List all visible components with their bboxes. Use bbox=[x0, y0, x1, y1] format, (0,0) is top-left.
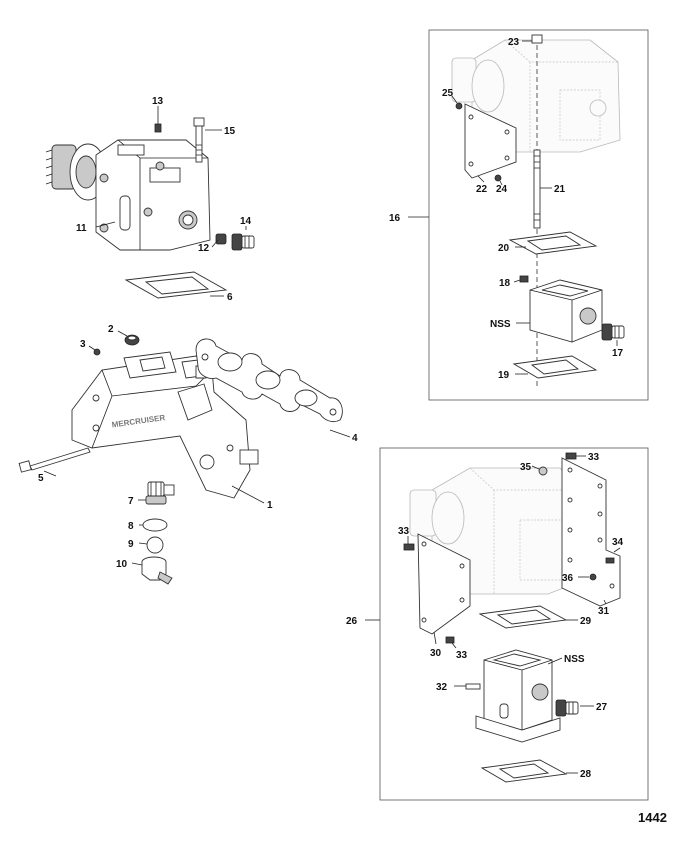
part-22-cover-plate bbox=[464, 103, 517, 179]
callout-33-mid: 33 bbox=[456, 650, 468, 661]
callout-19: 19 bbox=[498, 370, 510, 381]
callout-5: 5 bbox=[38, 473, 44, 484]
part-32-screw bbox=[465, 683, 481, 690]
callout-10: 10 bbox=[116, 559, 128, 570]
exhaust-manifold bbox=[71, 351, 259, 499]
ghost-elbow-top bbox=[451, 39, 621, 153]
callout-17: 17 bbox=[612, 348, 624, 359]
callout-4: 4 bbox=[352, 433, 358, 444]
exhaust-elbow bbox=[95, 139, 211, 251]
riser-kit-frame-16 bbox=[428, 29, 649, 401]
callout-9: 9 bbox=[128, 539, 134, 550]
callout-labels: 13 15 11 14 12 6 2 3 4 5 1 7 8 9 10 23 2… bbox=[38, 37, 624, 780]
part-4-manifold-gasket bbox=[195, 338, 343, 423]
callout-8: 8 bbox=[128, 521, 134, 532]
callout-3: 3 bbox=[80, 339, 86, 350]
part-9-ball bbox=[146, 536, 164, 554]
callout-35: 35 bbox=[520, 462, 532, 473]
part-31-cover-plate bbox=[561, 457, 621, 607]
figure-number: 1442 bbox=[638, 810, 667, 825]
callout-36: 36 bbox=[562, 573, 574, 584]
part-33-screw-top bbox=[565, 452, 577, 460]
callout-32: 32 bbox=[436, 682, 448, 693]
part-10-fitting bbox=[141, 556, 173, 585]
callout-1: 1 bbox=[267, 500, 273, 511]
part-19-gasket bbox=[512, 355, 598, 379]
part-6-gasket bbox=[124, 271, 228, 299]
riser-block-top bbox=[529, 279, 603, 343]
callout-2: 2 bbox=[108, 324, 114, 335]
part-5-bolt bbox=[18, 447, 91, 473]
callout-13: 13 bbox=[152, 96, 164, 107]
callout-6: 6 bbox=[227, 292, 233, 303]
part-24-screw bbox=[494, 174, 502, 182]
exhaust-elbow-assembly bbox=[45, 139, 211, 251]
callout-14: 14 bbox=[240, 216, 252, 227]
riser-kit-frame-26 bbox=[379, 447, 649, 801]
callout-30: 30 bbox=[430, 648, 442, 659]
part-33-screw-left bbox=[403, 543, 415, 551]
part-33-screw-mid bbox=[445, 636, 455, 644]
part-14-fitting bbox=[231, 233, 255, 251]
part-28-gasket bbox=[480, 759, 568, 783]
part-34-screw bbox=[605, 557, 615, 564]
callout-34: 34 bbox=[612, 537, 624, 548]
part-7-elbow-fitting bbox=[145, 481, 175, 505]
part-20-gasket bbox=[508, 231, 598, 255]
part-8-o-ring bbox=[142, 518, 168, 532]
callout-31: 31 bbox=[598, 606, 610, 617]
part-30-cover-plate bbox=[417, 533, 471, 635]
callout-18: 18 bbox=[499, 278, 511, 289]
callout-23: 23 bbox=[508, 37, 520, 48]
part-36-nut bbox=[589, 573, 597, 581]
part-15-bolt bbox=[193, 117, 205, 163]
part-2-cap bbox=[124, 334, 140, 346]
part-13-plug bbox=[154, 123, 162, 133]
callout-33-top: 33 bbox=[588, 452, 600, 463]
callout-20: 20 bbox=[498, 243, 510, 254]
part-21-stud bbox=[533, 149, 541, 229]
callout-12: 12 bbox=[198, 243, 210, 254]
callout-21: 21 bbox=[554, 184, 566, 195]
callout-27: 27 bbox=[596, 702, 608, 713]
part-27-fitting bbox=[555, 699, 579, 717]
callout-26: 26 bbox=[346, 616, 358, 627]
callout-33-left: 33 bbox=[398, 526, 410, 537]
riser-block-bottom bbox=[475, 649, 561, 743]
callout-24: 24 bbox=[496, 184, 508, 195]
part-29-gasket bbox=[478, 605, 568, 629]
callout-25: 25 bbox=[442, 88, 454, 99]
callout-16: 16 bbox=[389, 213, 401, 224]
callout-11: 11 bbox=[76, 223, 87, 234]
callout-28: 28 bbox=[580, 769, 592, 780]
callout-7: 7 bbox=[128, 496, 134, 507]
callout-15: 15 bbox=[224, 126, 236, 137]
callout-nss-bottom: NSS bbox=[564, 654, 585, 665]
part-23-nut bbox=[531, 34, 543, 44]
part-12-plug bbox=[215, 233, 227, 245]
callout-nss-top: NSS bbox=[490, 319, 511, 330]
callout-22: 22 bbox=[476, 184, 488, 195]
part-35-plug bbox=[538, 466, 548, 476]
callout-29: 29 bbox=[580, 616, 592, 627]
part-18-screw bbox=[519, 275, 529, 283]
part-3-plug bbox=[93, 348, 101, 356]
part-17-fitting bbox=[601, 323, 625, 341]
part-25-screw bbox=[455, 102, 463, 110]
